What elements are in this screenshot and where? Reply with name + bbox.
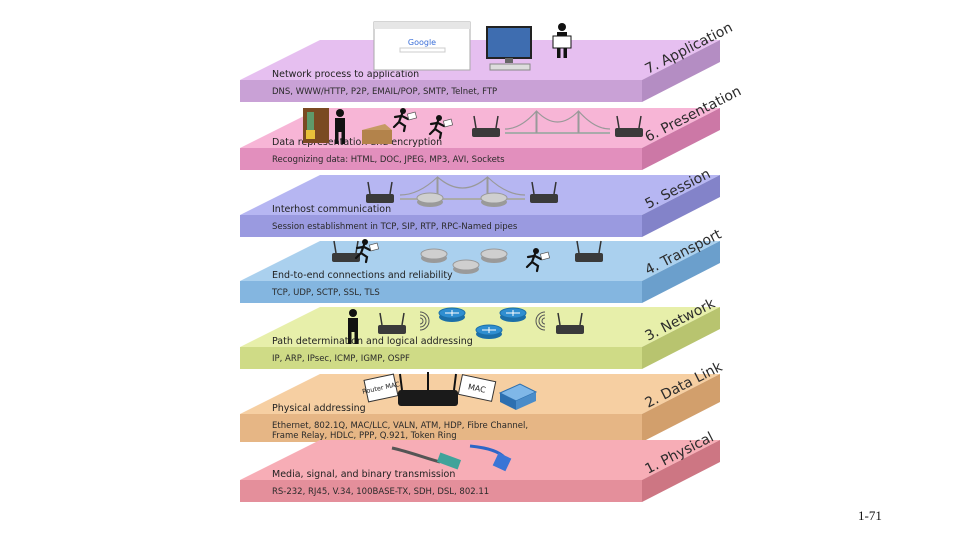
- layer-side-face: [642, 374, 720, 442]
- layer-front-face: [240, 148, 642, 170]
- layer-title: Network process to application: [272, 69, 419, 80]
- envelope-icon: [368, 242, 380, 252]
- layer-protocols: Session establishment in TCP, SIP, RTP, …: [272, 222, 518, 232]
- router-icon: [438, 307, 466, 322]
- layer-side-face: [642, 241, 720, 303]
- layer-top-surface: [240, 175, 720, 215]
- cable-icon: [391, 444, 512, 472]
- layer-front-face: [240, 281, 642, 303]
- user-icon: [335, 109, 345, 144]
- layer-side-face: [642, 175, 720, 237]
- layer-side-face: [642, 108, 720, 170]
- osi-layer: End-to-end connections and reliabilityTC…: [240, 226, 725, 303]
- layer-side-face: [642, 40, 720, 102]
- layer-protocols: Recognizing data: HTML, DOC, JPEG, MP3, …: [272, 155, 505, 165]
- router-icon: [615, 115, 643, 137]
- layer-title: Physical addressing: [272, 403, 366, 414]
- router-icon: [556, 312, 584, 334]
- router-icon: [499, 307, 527, 322]
- osi-layer: Media, signal, and binary transmissionRS…: [240, 429, 720, 502]
- router-icon: [472, 115, 500, 137]
- layer-front-face: [240, 215, 642, 237]
- router-icon: [530, 181, 558, 203]
- runner-icon: [354, 239, 380, 264]
- envelope-icon: [552, 35, 572, 49]
- layer-protocols: TCP, UDP, SCTP, SSL, TLS: [271, 288, 380, 298]
- wifi-icon: [419, 311, 430, 331]
- layer-side-face: [642, 440, 720, 502]
- layer-front-face: [240, 80, 642, 102]
- router-icon: [475, 324, 503, 339]
- router-icon: [416, 192, 444, 207]
- router-mac-tag: Router MAC: [362, 373, 401, 403]
- layer-protocols: RS-232, RJ45, V.34, 100BASE-TX, SDH, DSL…: [272, 487, 489, 497]
- runner-icon: [428, 115, 454, 140]
- runner-icon: [525, 248, 551, 273]
- slide-number: 1-71: [858, 508, 882, 523]
- layer-title: Path determination and logical addressin…: [272, 336, 473, 347]
- computer-icon: [486, 26, 532, 71]
- envelope-icon: [406, 111, 418, 121]
- router-icon: [420, 248, 448, 263]
- router-icon: [575, 240, 603, 262]
- router-icon: [366, 181, 394, 203]
- runner-icon: [392, 108, 418, 133]
- bridge-icon: [504, 110, 611, 134]
- browser-window: Google: [373, 21, 471, 71]
- browser-logo: Google: [408, 38, 436, 47]
- mac-tag: MAC: [457, 374, 497, 402]
- box-icon: [362, 124, 392, 144]
- router-icon: [398, 372, 458, 406]
- router-icon: [480, 192, 508, 207]
- mac-label: MAC: [467, 382, 487, 395]
- layer-front-face: [240, 480, 642, 502]
- layer-title: Data representation and encryption: [272, 137, 442, 148]
- door-icon: [303, 108, 329, 143]
- switch-icon: [498, 383, 538, 410]
- layer-side-face: [642, 307, 720, 369]
- layer-protocols: Frame Relay, HDLC, PPP, Q.921, Token Rin…: [272, 431, 457, 441]
- layer-front-face: [240, 414, 642, 442]
- layer-front-face: [240, 347, 642, 369]
- layer-top-surface: [240, 440, 720, 480]
- router-icon: [378, 312, 406, 334]
- envelope-icon: [442, 118, 454, 128]
- osi-layer: Data representation and encryptionRecogn…: [240, 83, 744, 170]
- layer-protocols: IP, ARP, IPsec, ICMP, IGMP, OSPF: [272, 354, 410, 364]
- user-icon: [348, 309, 358, 344]
- envelope-icon: [539, 251, 551, 261]
- router-icon: [452, 259, 480, 274]
- layer-protocols: DNS, WWW/HTTP, P2P, EMAIL/POP, SMTP, Tel…: [272, 87, 497, 97]
- layer-title: Media, signal, and binary transmission: [272, 469, 455, 480]
- layer-protocols: Ethernet, 802.1Q, MAC/LLC, VALN, ATM, HD…: [272, 421, 528, 431]
- layer-title: Interhost communication: [272, 204, 391, 215]
- layer-top-surface: [240, 40, 720, 80]
- wifi-icon: [535, 311, 546, 331]
- layer-title: End-to-end connections and reliability: [272, 270, 453, 281]
- router-icon: [480, 248, 508, 263]
